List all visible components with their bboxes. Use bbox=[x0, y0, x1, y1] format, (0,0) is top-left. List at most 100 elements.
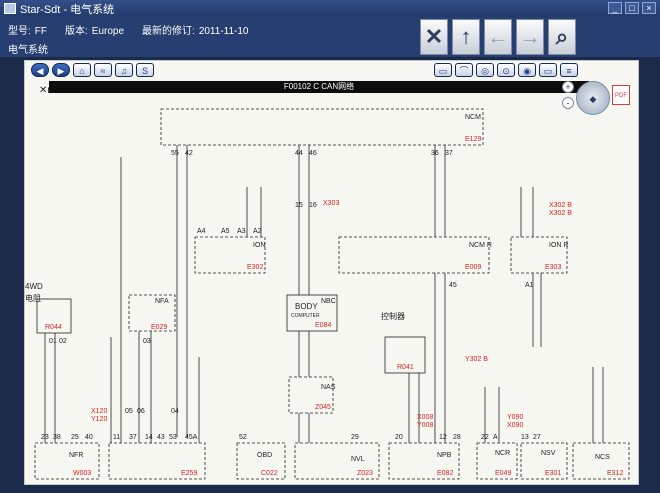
pin-38: 38 bbox=[53, 434, 61, 441]
pin-a5: A5 bbox=[221, 228, 230, 235]
obd-box bbox=[236, 442, 286, 480]
pin-a4: A4 bbox=[197, 228, 206, 235]
home-icon[interactable]: ⌂ bbox=[73, 63, 91, 77]
pin-29: 29 bbox=[351, 434, 359, 441]
tool-icon-6[interactable]: ▭ bbox=[539, 63, 557, 77]
pin-45a: 45A bbox=[185, 434, 198, 441]
handwritten-resistor: 电阻 bbox=[25, 293, 41, 303]
window-title: Star-Sdt - 电气系统 bbox=[20, 3, 115, 16]
pin-46: 46 bbox=[309, 150, 317, 157]
pin-22: 22 bbox=[481, 434, 489, 441]
pin-23: 23 bbox=[41, 434, 49, 441]
nfr-label: NFR bbox=[69, 452, 83, 459]
wiring-schematic: NCM E129 ION E302 NCM R E009 ION R E303 … bbox=[25, 108, 630, 480]
pin-01: 01 bbox=[49, 338, 57, 345]
info-bar: 型号:FF 版本:Europe 最新的修订:2011-11-10 电气系统 ✕ … bbox=[0, 17, 660, 57]
r044-code: R044 bbox=[45, 324, 62, 331]
zoom-in-button[interactable]: + bbox=[562, 81, 574, 93]
e259-box bbox=[108, 442, 206, 480]
s-icon[interactable]: S bbox=[136, 63, 154, 77]
close-window-button[interactable]: × bbox=[642, 2, 656, 14]
diagram-panel: ◀ ▶ ⌂ ≈ ♫ S ▭ ⌒ ◎ ⊙ ◉ ▭ ≡ ✕ɴ F00102 C CA… bbox=[24, 60, 639, 485]
tool-icon-2[interactable]: ⌒ bbox=[455, 63, 473, 77]
wave-icon[interactable]: ≈ bbox=[94, 63, 112, 77]
pin-28: 28 bbox=[453, 434, 461, 441]
body-sub: COMPUTER bbox=[291, 313, 320, 319]
pin-43: 43 bbox=[157, 434, 165, 441]
ion-r-box bbox=[510, 236, 568, 274]
navigation-pad[interactable]: ◆ bbox=[576, 81, 610, 115]
nfa-box bbox=[128, 294, 176, 332]
body-tag: NBC bbox=[321, 298, 336, 305]
pin-15: 15 bbox=[295, 202, 303, 209]
nsv-code: E301 bbox=[545, 470, 561, 477]
ncm-code: E129 bbox=[465, 136, 481, 143]
ncm-r-label: NCM R bbox=[469, 242, 492, 249]
minimize-button[interactable]: _ bbox=[608, 2, 622, 14]
pdf-button[interactable]: PDF bbox=[612, 85, 630, 105]
pin-27: 27 bbox=[533, 434, 541, 441]
nsv-box bbox=[520, 442, 568, 480]
ncm-label: NCM bbox=[465, 114, 481, 121]
back-arrow-icon[interactable]: ◀ bbox=[31, 63, 49, 77]
nvl-label: NVL bbox=[351, 456, 365, 463]
ncs-box bbox=[572, 442, 630, 480]
tool-icon-5[interactable]: ◉ bbox=[518, 63, 536, 77]
body-code: E084 bbox=[315, 322, 331, 329]
close-button[interactable]: ✕ bbox=[420, 19, 448, 55]
npb-label: NPB bbox=[437, 452, 452, 459]
pin-a: A bbox=[493, 434, 498, 441]
nvl-box bbox=[294, 442, 380, 480]
pin-12: 12 bbox=[439, 434, 447, 441]
diagram-toolbar: ◀ ▶ ⌂ ≈ ♫ S ▭ ⌒ ◎ ⊙ ◉ ▭ ≡ bbox=[25, 61, 638, 79]
nfa-label: NFA bbox=[155, 298, 169, 305]
pin-52: 52 bbox=[239, 434, 247, 441]
pin-37b: 37 bbox=[129, 434, 137, 441]
pin-37: 37 bbox=[445, 150, 453, 157]
r041-code: R041 bbox=[397, 364, 414, 371]
search-button[interactable]: ⌕ bbox=[548, 19, 576, 55]
npb-code: E082 bbox=[437, 470, 453, 477]
ion-box bbox=[194, 236, 266, 274]
ion-r-label: ION R bbox=[549, 242, 568, 249]
nfa-code: E029 bbox=[151, 324, 167, 331]
tool-icon-7[interactable]: ≡ bbox=[560, 63, 578, 77]
nfr-box bbox=[34, 442, 100, 480]
zoom-out-button[interactable]: - bbox=[562, 97, 574, 109]
back-button[interactable]: ← bbox=[484, 19, 512, 55]
wire-label-3: Y302 B bbox=[465, 356, 488, 363]
pin-42: 42 bbox=[185, 150, 193, 157]
nas-box bbox=[288, 376, 334, 414]
wire-label-7: Y120 bbox=[91, 416, 107, 423]
up-button[interactable]: ↑ bbox=[452, 19, 480, 55]
ion-label: ION bbox=[253, 242, 265, 249]
connector-icon[interactable]: ✕ɴ bbox=[39, 85, 53, 96]
obd-label: OBD bbox=[257, 452, 272, 459]
ion-r-code: E303 bbox=[545, 264, 561, 271]
body-label: BODY bbox=[295, 302, 318, 311]
tool-icon-1[interactable]: ▭ bbox=[434, 63, 452, 77]
pin-a1: A1 bbox=[525, 282, 534, 289]
pin-44: 44 bbox=[295, 150, 303, 157]
body-box bbox=[286, 294, 338, 332]
version-info: 版本:Europe bbox=[65, 26, 125, 37]
forward-arrow-icon[interactable]: ▶ bbox=[52, 63, 70, 77]
ion-code: E302 bbox=[247, 264, 263, 271]
pin-14: 14 bbox=[145, 434, 153, 441]
pin-05: 05 bbox=[125, 408, 133, 415]
pin-25: 25 bbox=[71, 434, 79, 441]
section-title: 电气系统 bbox=[8, 45, 48, 56]
wire-label-0: X303 bbox=[323, 200, 339, 207]
revision-info: 最新的修订:2011-11-10 bbox=[142, 26, 249, 37]
forward-button[interactable]: → bbox=[516, 19, 544, 55]
ncr-box bbox=[476, 442, 518, 480]
pin-06: 06 bbox=[137, 408, 145, 415]
pin-11: 11 bbox=[113, 434, 120, 441]
tool-icon-3[interactable]: ◎ bbox=[476, 63, 494, 77]
pin-36: 36 bbox=[431, 150, 439, 157]
npb-box bbox=[388, 442, 460, 480]
music-icon[interactable]: ♫ bbox=[115, 63, 133, 77]
tool-icon-4[interactable]: ⊙ bbox=[497, 63, 515, 77]
pin-a2: A2 bbox=[253, 228, 262, 235]
maximize-button[interactable]: □ bbox=[625, 2, 639, 14]
